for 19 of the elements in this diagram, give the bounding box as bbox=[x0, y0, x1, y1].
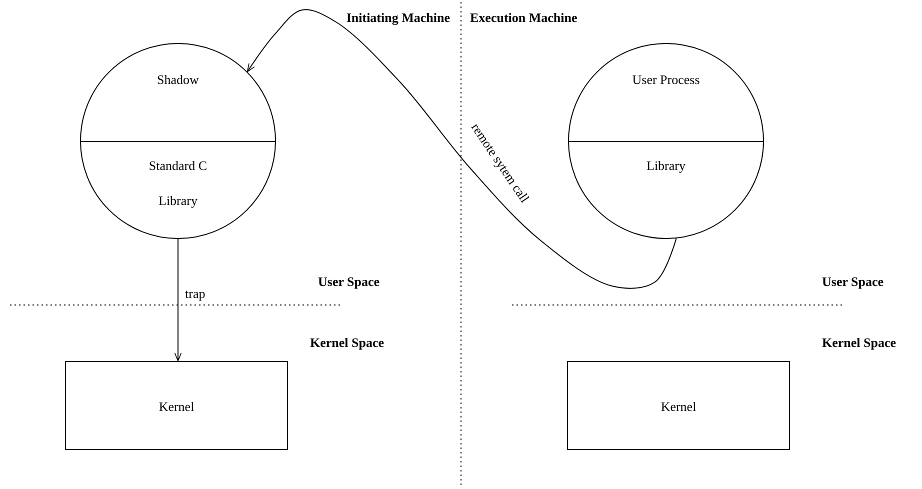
section-label: User Process bbox=[632, 71, 700, 89]
process-box bbox=[65, 361, 288, 450]
box-label: Kernel bbox=[660, 398, 698, 414]
section-label: Standard C Library bbox=[148, 157, 208, 210]
region-label: Kernel Space bbox=[310, 335, 384, 351]
region-label: User Space bbox=[822, 274, 884, 290]
region-label: Execution Machine bbox=[470, 10, 578, 26]
region-label: Kernel Space bbox=[822, 335, 896, 351]
edge-label: trap bbox=[185, 286, 206, 302]
split-circle bbox=[568, 43, 764, 239]
split-circle bbox=[80, 43, 276, 239]
section-label: Shadow bbox=[157, 71, 199, 89]
box-label: Kernel bbox=[158, 398, 196, 414]
process-box bbox=[567, 361, 790, 450]
arrow bbox=[174, 238, 182, 362]
region-label: User Space bbox=[318, 274, 380, 290]
section-label: Library bbox=[646, 157, 686, 175]
region-label: Initiating Machine bbox=[346, 10, 450, 26]
arrow bbox=[246, 9, 677, 289]
